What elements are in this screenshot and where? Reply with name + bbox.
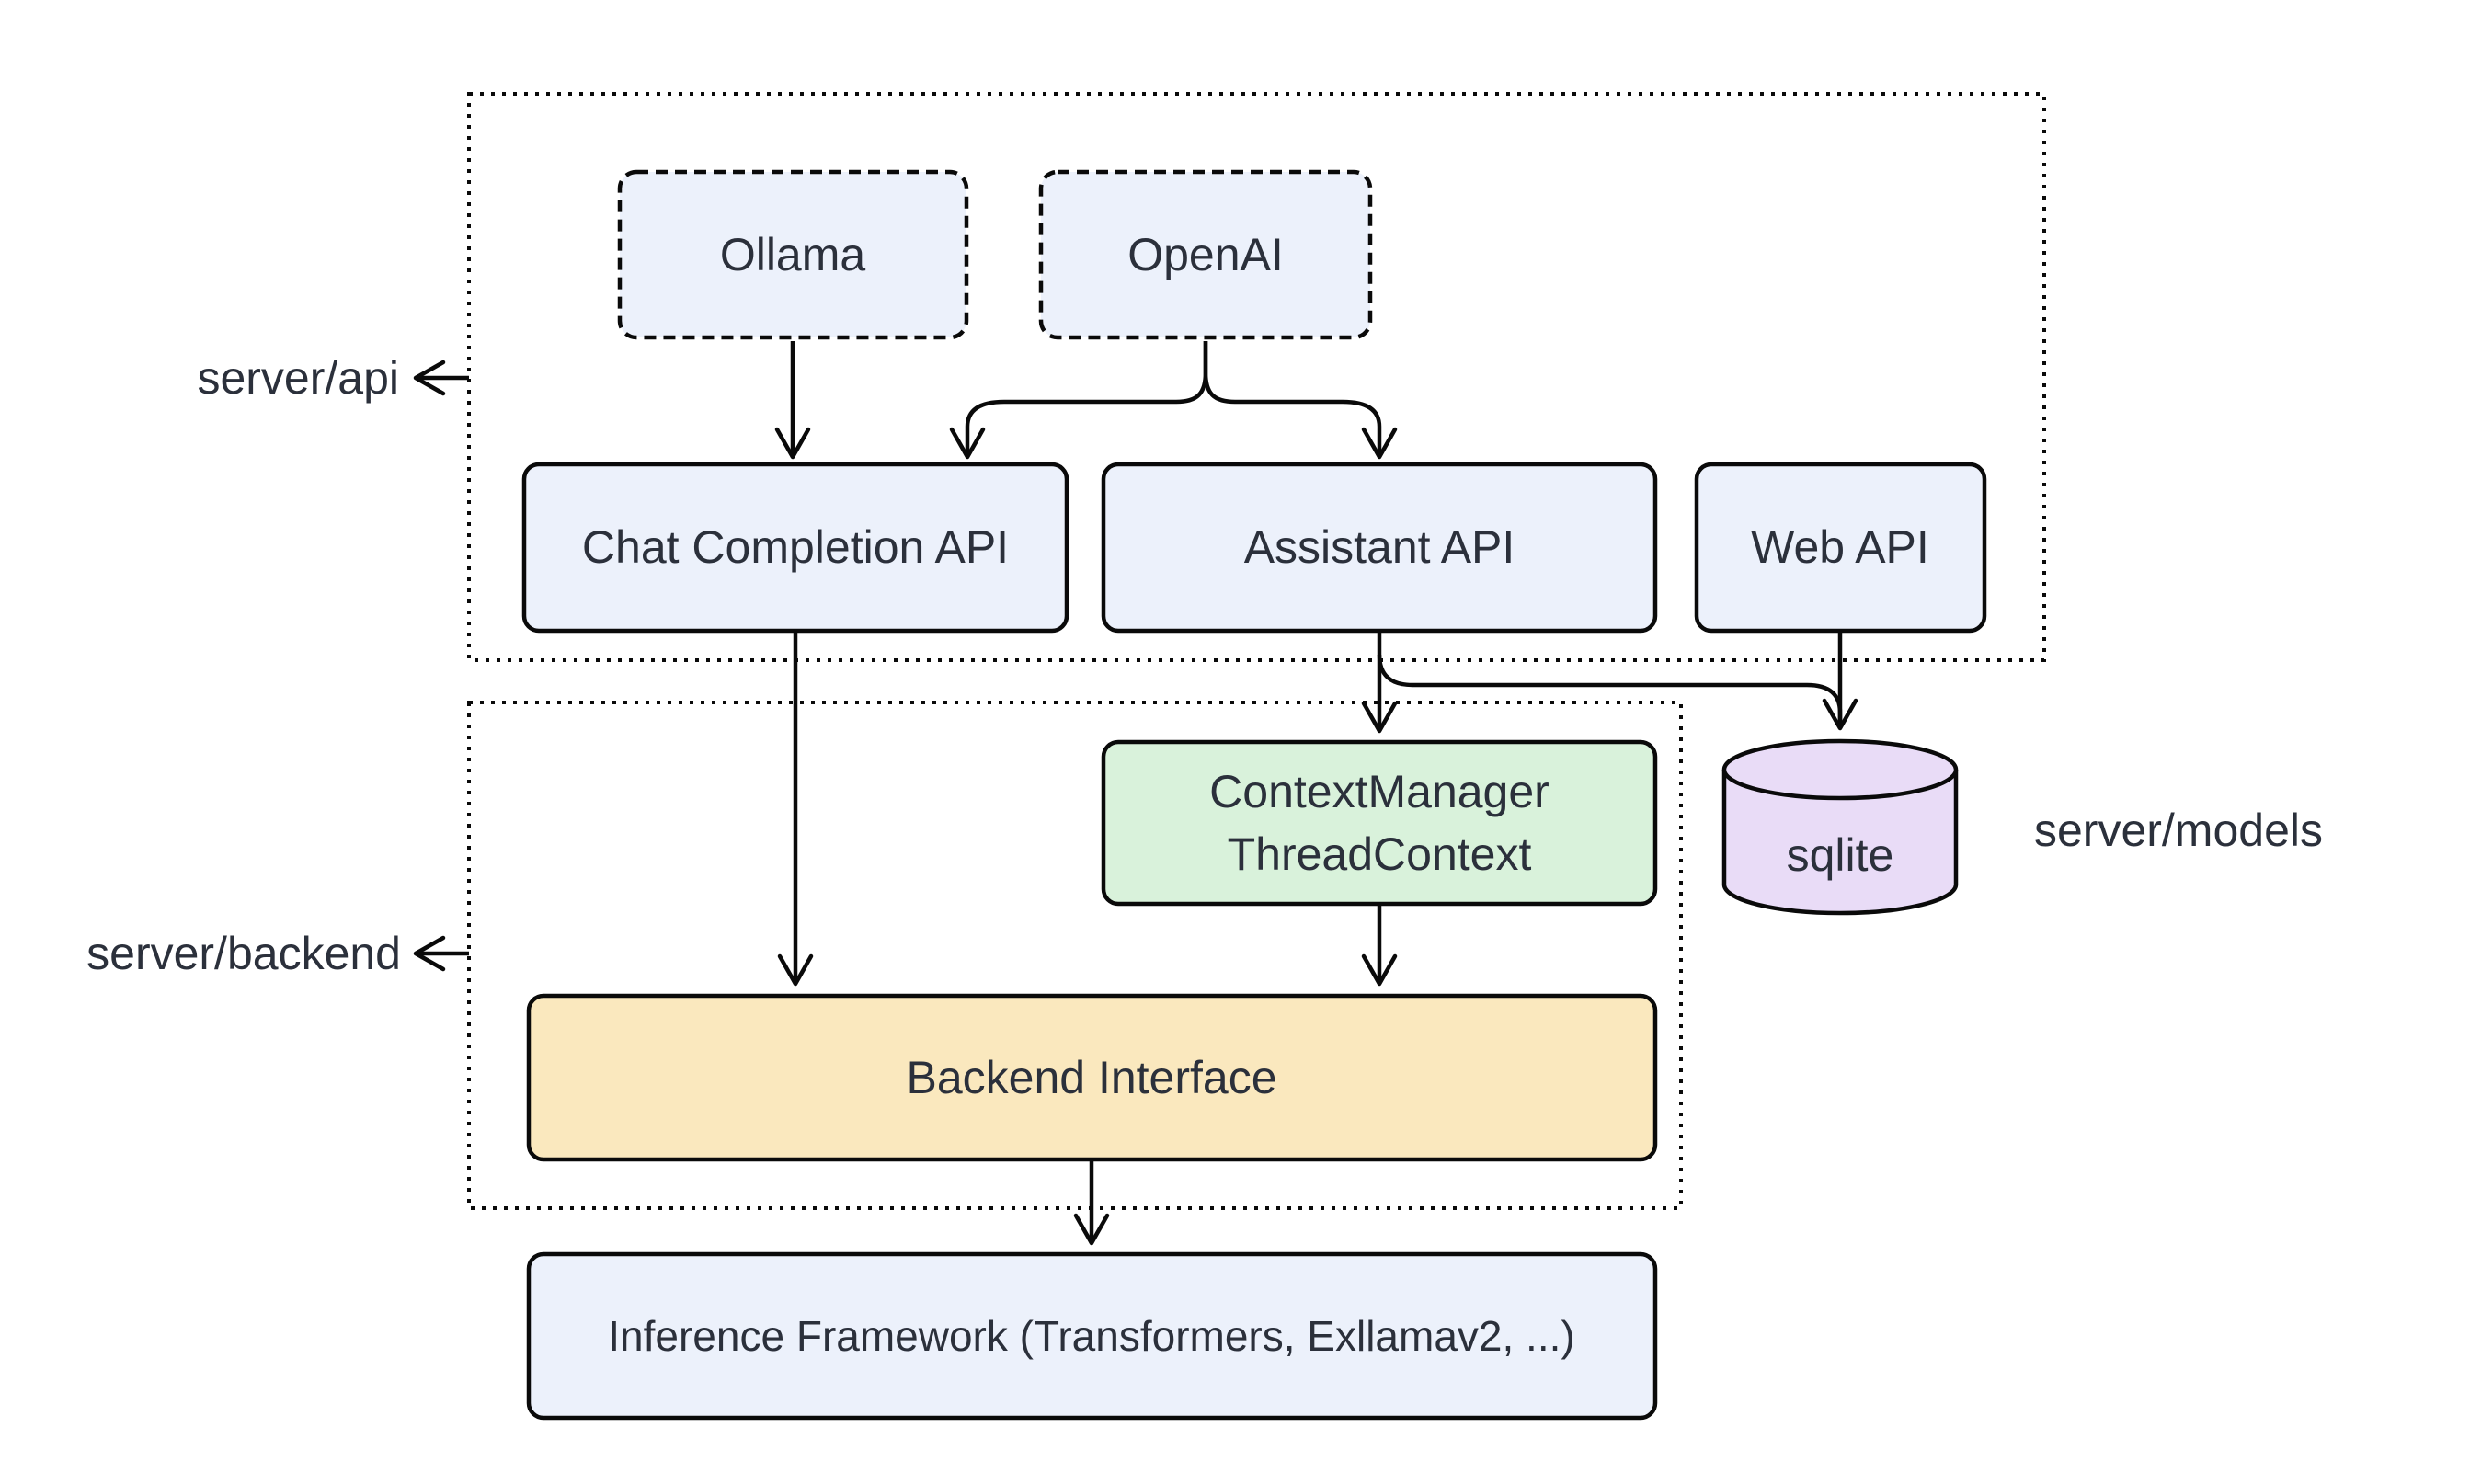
arrowhead-icon [1361,427,1398,460]
arrowhead-icon [1361,953,1398,987]
node-backend-interface: Backend Interface [526,993,1658,1162]
region-label-server-models: server/models [2034,805,2323,856]
edge-openai-to-chat-api [965,341,1208,457]
arrowhead-icon [774,427,811,460]
node-ollama-box [617,169,969,340]
node-web-api: Web API [1694,462,1987,634]
region-label-server-api: server/api [197,352,399,404]
arrowhead-icon [949,427,986,460]
region-label-server-backend: server/backend [86,928,401,979]
sqlite-cylinder-body [1721,770,1959,916]
edge-openai-to-assistant-api [1203,341,1382,457]
node-openai-box [1038,169,1373,340]
node-chat-completion-api: Chat Completion API [521,462,1069,634]
node-assistant-api-label: Assistant API [1244,521,1515,573]
edge-assistant-api-to-sqlite [1377,654,1843,728]
node-assistant-api-box [1101,462,1658,634]
node-chat-completion-api-box [521,462,1069,634]
arrowhead-icon [777,953,814,987]
arrowhead-icon [1361,701,1398,734]
node-sqlite-label: sqlite [1787,829,1894,881]
node-backend-interface-label: Backend Interface [906,1052,1276,1103]
arrowhead-icon [1073,1213,1110,1246]
node-ollama: Ollama [617,169,969,340]
node-openai-label: OpenAI [1127,229,1284,280]
node-openai: OpenAI [1038,169,1373,340]
node-assistant-api: Assistant API [1101,462,1658,634]
node-context-manager-label-line2: ThreadContext [1228,828,1532,880]
arrowhead-icon [413,360,446,396]
arrowhead-icon [413,935,446,972]
node-ollama-label: Ollama [720,229,866,280]
arrowhead-icon [1822,698,1858,731]
node-web-api-box [1694,462,1987,634]
sqlite-cylinder-top [1721,738,1959,801]
node-inference-framework-label: Inference Framework (Transformers, Exlla… [608,1312,1574,1360]
node-backend-interface-box [526,993,1658,1162]
node-context-manager: ContextManager ThreadContext [1101,739,1658,907]
node-inference-framework-box [526,1251,1658,1421]
node-sqlite: sqlite [1721,738,1959,916]
node-context-manager-box [1101,739,1658,907]
node-chat-completion-api-label: Chat Completion API [582,521,1009,573]
node-inference-framework: Inference Framework (Transformers, Exlla… [526,1251,1658,1421]
node-web-api-label: Web API [1751,521,1929,573]
node-context-manager-label-line1: ContextManager [1209,766,1549,817]
